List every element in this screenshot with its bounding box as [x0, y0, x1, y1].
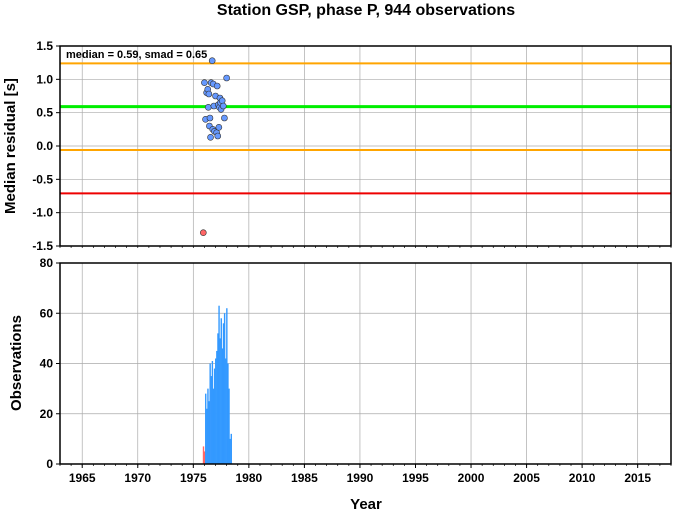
residual-y-tick-label: 1.5 — [36, 39, 53, 53]
residual-point — [213, 82, 221, 90]
observation-bar — [228, 388, 230, 464]
residual-y-ticks: 1.5 1.0 0.5 0.0 -0.5 -1.0 -1.5 — [32, 39, 60, 253]
observation-bar — [211, 360, 214, 464]
observation-bar — [210, 376, 212, 464]
observation-bar — [219, 338, 221, 464]
x-tick-label: 2000 — [458, 471, 485, 485]
residual-y-axis-label: Median residual [s] — [2, 78, 19, 214]
residual-point — [208, 57, 216, 64]
stats-annotation: median = 0.59, smad = 0.65 — [66, 49, 207, 61]
residual-point — [205, 90, 213, 98]
x-tick-label: 1995 — [402, 471, 429, 485]
residual-point — [205, 104, 212, 111]
reference-lines — [60, 62, 671, 195]
observations-y-tick-label: 20 — [40, 407, 54, 421]
year-x-ticks: 1965 1970 1975 1980 1985 1990 1995 2000 2005 2010… — [59, 246, 672, 485]
observation-bar — [218, 305, 220, 464]
residual-y-tick-label: 1.0 — [36, 72, 53, 86]
observations-frame — [59, 262, 672, 465]
residual-point — [200, 229, 207, 236]
residual-point — [201, 79, 208, 86]
observation-bar — [221, 348, 224, 464]
residual-point — [215, 124, 223, 131]
residual-point — [206, 114, 214, 122]
observation-bar — [206, 408, 208, 464]
observation-bar — [208, 401, 210, 464]
x-tick-label: 1965 — [69, 471, 96, 485]
residual-y-tick-label: 0.5 — [36, 106, 53, 120]
residual-y-tick-label: -1.0 — [32, 206, 53, 220]
residual-y-tick-label: -1.5 — [32, 239, 53, 253]
residual-point — [223, 74, 230, 82]
observation-bar — [213, 368, 216, 464]
observations-y-ticks: 80 60 40 20 0 — [40, 256, 60, 471]
observation-bar — [212, 388, 215, 464]
x-tick-label: 1975 — [180, 471, 207, 485]
observation-bar — [207, 388, 209, 464]
observations-panel: 80 60 40 20 0 1965 1970 1975 1980 1985 1990 1995 20… — [8, 246, 672, 511]
observation-bar — [220, 318, 222, 464]
observations-y-tick-label: 60 — [40, 306, 54, 320]
residual-y-tick-label: 0.0 — [36, 139, 53, 153]
x-tick-label: 1980 — [236, 471, 263, 485]
observations-grid — [60, 262, 671, 465]
observation-bar — [203, 451, 206, 464]
x-axis-label: Year — [350, 496, 382, 511]
observations-y-tick-label: 0 — [46, 457, 53, 471]
chart-title: Station GSP, phase P, 944 observations — [217, 2, 515, 19]
residual-panel: 1.5 1.0 0.5 0.0 -0.5 -1.0 -1.5 median = 0.59, … — [2, 39, 672, 253]
observation-bar — [229, 438, 231, 464]
x-tick-label: 2010 — [569, 471, 596, 485]
observation-bar — [217, 333, 219, 464]
x-tick-label: 1985 — [291, 471, 318, 485]
observation-bar — [222, 323, 225, 464]
residual-grid — [60, 45, 671, 247]
observations-y-tick-label: 80 — [40, 256, 54, 270]
observation-bar — [223, 313, 226, 464]
x-tick-label: 1990 — [347, 471, 374, 485]
x-tick-label: 1970 — [124, 471, 151, 485]
residual-frame — [59, 45, 672, 247]
residual-points — [200, 57, 230, 236]
observation-bar — [216, 350, 218, 464]
x-tick-label: 2005 — [513, 471, 540, 485]
observations-bars — [202, 305, 232, 464]
residual-point — [214, 132, 222, 140]
residual-point — [218, 97, 226, 104]
observation-bar — [209, 363, 211, 464]
observation-bar — [226, 308, 228, 464]
observation-bar — [215, 358, 217, 464]
residual-point — [221, 114, 228, 122]
observation-bar — [225, 358, 227, 464]
observation-bar — [205, 393, 207, 464]
observation-bar — [202, 446, 205, 464]
residual-y-tick-label: -0.5 — [32, 172, 53, 186]
residual-point — [207, 134, 214, 141]
observations-y-tick-label: 40 — [40, 357, 54, 371]
observation-bar — [230, 433, 232, 464]
observations-y-axis-label: Observations — [8, 315, 25, 411]
observation-bar — [227, 363, 229, 464]
residual-point — [220, 102, 227, 110]
x-tick-label: 2015 — [624, 471, 651, 485]
